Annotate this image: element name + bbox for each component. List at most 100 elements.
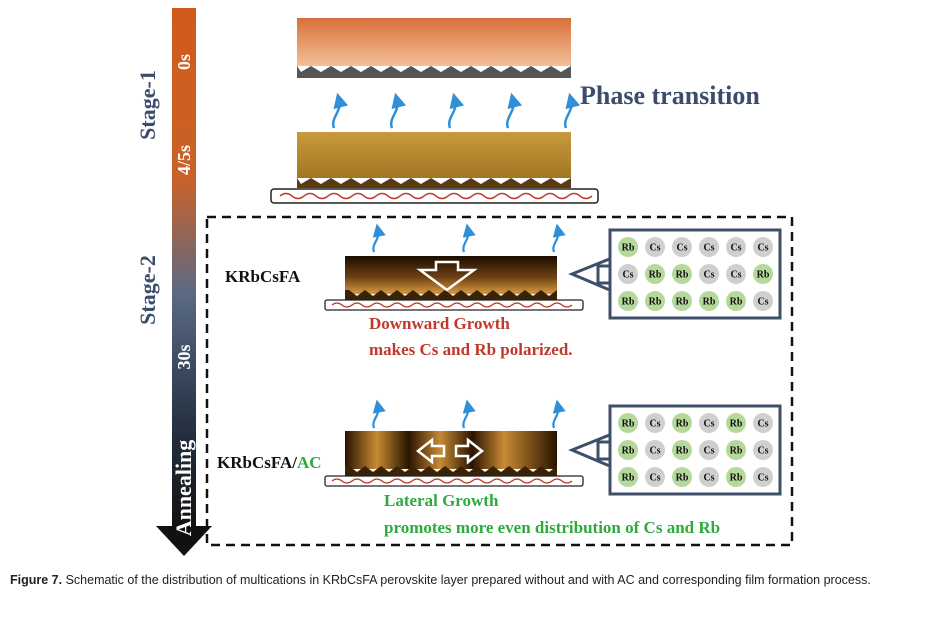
bottom-ion-label-0-1: Cs [649, 419, 660, 430]
bottom-ion-label-2-4: Rb [730, 473, 743, 484]
bottom-ion-0-4 [726, 413, 746, 433]
bottom-ion-label-1-4: Rb [730, 446, 743, 457]
pointer-arrow-top [568, 255, 614, 294]
top-ion-2-2 [672, 291, 692, 311]
top-ion-0-5 [753, 237, 773, 257]
top-ion-label-2-0: Rb [622, 297, 635, 308]
top-ion-label-2-3: Rb [703, 297, 716, 308]
stage2-dashed-box [205, 215, 794, 547]
top-ion-label-1-2: Rb [676, 270, 689, 281]
bottom-ion-label-2-1: Cs [649, 473, 660, 484]
right-arrow-icon [454, 437, 485, 465]
top-ion-label-0-5: Cs [757, 243, 768, 254]
bottom-ion-label-2-2: Rb [676, 473, 689, 484]
vapor-arrows-bottom [372, 399, 566, 429]
top-ion-1-0 [618, 264, 638, 284]
ion-grid-top-frame [608, 228, 782, 320]
bottom-ion-label-1-5: Cs [757, 446, 768, 457]
bottom-ion-0-0 [618, 413, 638, 433]
bottom-ion-1-2 [672, 440, 692, 460]
bottom-ion-0-3 [699, 413, 719, 433]
top-ion-label-0-4: Cs [730, 243, 741, 254]
bottom-ion-label-2-3: Cs [703, 473, 714, 484]
bottom-ion-2-5 [753, 467, 773, 487]
top-ion-label-2-5: Cs [757, 297, 768, 308]
bottom-ion-1-4 [726, 440, 746, 460]
top-ion-2-3 [699, 291, 719, 311]
caption-top-line2: makes Cs and Rb polarized. [369, 340, 573, 359]
time-45s-label: 4/5s [174, 145, 194, 175]
pointer-arrow-bottom [568, 431, 614, 470]
film-lateral-growth [324, 431, 584, 487]
figure-caption-text: Schematic of the distribution of multica… [65, 573, 871, 587]
bottom-ion-1-0 [618, 440, 638, 460]
sample-label-bottom-suffix: AC [297, 453, 322, 472]
bottom-ion-label-2-0: Rb [622, 473, 635, 484]
bottom-ion-label-1-3: Cs [703, 446, 714, 457]
bottom-ion-label-0-5: Cs [757, 419, 768, 430]
top-ion-label-1-4: Cs [730, 270, 741, 281]
bottom-ion-label-0-3: Cs [703, 419, 714, 430]
top-ion-label-2-4: Rb [730, 297, 743, 308]
stage1-film-initial [297, 18, 571, 78]
sample-label-bottom-main: KRbCsFA/ [217, 453, 297, 472]
top-ion-2-5 [753, 291, 773, 311]
bottom-ion-2-3 [699, 467, 719, 487]
bottom-ion-label-0-2: Rb [676, 419, 689, 430]
top-ion-label-2-2: Rb [676, 297, 689, 308]
top-ion-0-3 [699, 237, 719, 257]
top-ion-1-1 [645, 264, 665, 284]
top-ion-label-1-3: Cs [703, 270, 714, 281]
top-ion-label-1-5: Rb [757, 270, 770, 281]
top-ion-2-1 [645, 291, 665, 311]
bottom-ion-label-0-4: Rb [730, 419, 743, 430]
bottom-ion-2-4 [726, 467, 746, 487]
top-ion-2-0 [618, 291, 638, 311]
figure-caption-label: Figure 7. [10, 573, 63, 587]
stage1-film-gold [270, 132, 599, 204]
top-ion-1-3 [699, 264, 719, 284]
top-ion-label-2-1: Rb [649, 297, 662, 308]
top-ion-0-0 [618, 237, 638, 257]
bottom-ion-0-2 [672, 413, 692, 433]
down-arrow-icon [416, 260, 478, 292]
top-ion-label-0-3: Cs [703, 243, 714, 254]
left-arrow-icon [415, 437, 446, 465]
caption-bottom-line2: promotes more even distribution of Cs an… [384, 518, 720, 537]
film-downward-growth [324, 256, 584, 311]
time-30s-label: 30s [174, 344, 194, 369]
top-ion-0-1 [645, 237, 665, 257]
top-ion-label-0-2: Cs [676, 243, 687, 254]
bottom-ion-2-1 [645, 467, 665, 487]
caption-bottom-line1: Lateral Growth [384, 491, 499, 510]
top-ion-2-4 [726, 291, 746, 311]
bottom-ion-0-1 [645, 413, 665, 433]
bottom-ion-label-0-0: Rb [622, 419, 635, 430]
ion-grid-bottom-frame [608, 404, 782, 496]
bottom-ion-label-1-2: Rb [676, 446, 689, 457]
top-ion-label-1-0: Cs [622, 270, 633, 281]
bottom-ion-label-1-0: Rb [622, 446, 635, 457]
bottom-ion-0-5 [753, 413, 773, 433]
top-ion-label-0-0: Rb [622, 243, 635, 254]
top-ion-label-1-1: Rb [649, 270, 662, 281]
schematic-diagram: 0s 4/5s 30s Annealing Stage-1 Stage-2 Ph… [135, 8, 794, 556]
vapor-arrows-stage1 [331, 92, 581, 129]
bottom-ion-label-2-5: Cs [757, 473, 768, 484]
bottom-ion-1-3 [699, 440, 719, 460]
top-ion-0-4 [726, 237, 746, 257]
top-ion-1-4 [726, 264, 746, 284]
top-ion-1-5 [753, 264, 773, 284]
top-ion-1-2 [672, 264, 692, 284]
sample-label-top: KRbCsFA [225, 267, 301, 286]
top-ion-0-2 [672, 237, 692, 257]
bottom-ion-label-1-1: Cs [649, 446, 660, 457]
figure-caption: Figure 7. Schematic of the distribution … [10, 572, 915, 588]
timeline-axis [156, 8, 212, 556]
bottom-ion-1-1 [645, 440, 665, 460]
vapor-arrows-top [372, 223, 566, 253]
top-ion-label-0-1: Cs [649, 243, 660, 254]
bottom-ion-2-0 [618, 467, 638, 487]
